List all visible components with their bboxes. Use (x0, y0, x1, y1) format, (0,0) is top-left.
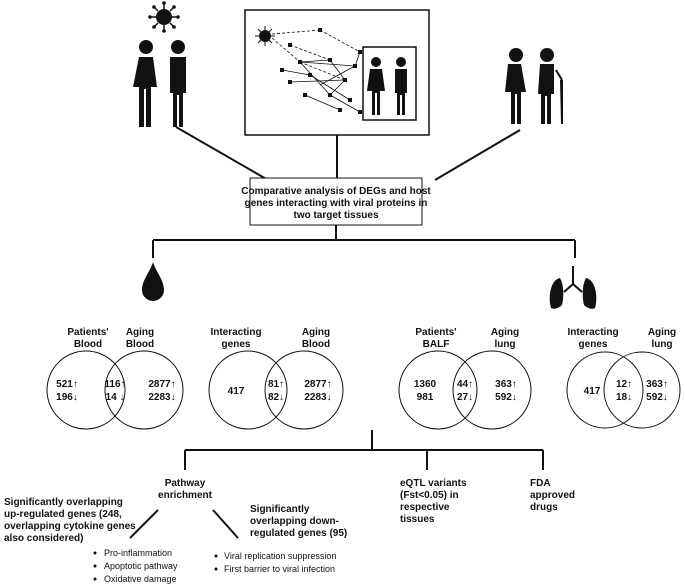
venn3-overlap-value-2: 27↓ (457, 392, 473, 403)
venn4-left-label-line2: genes (579, 339, 608, 350)
venn2-right-value-1: 2877↑ (304, 379, 331, 390)
venn1-overlap-value-2: 14 ↓ (106, 392, 125, 403)
venn1-right-label-line2: Blood (126, 339, 154, 350)
up-genes-bullets: Pro-inflammation Apoptotic pathway Oxida… (93, 548, 178, 584)
elderly-couple-icon (505, 48, 563, 124)
venn3-left-value-2: 981 (417, 392, 434, 403)
venn2-left-value-1: 417 (228, 386, 245, 397)
venn-patients-balf-vs-aging-lung: Patients' BALF Aging lung 1360 981 44↑ 2… (398, 327, 532, 430)
lungs-icon (549, 266, 597, 309)
venn2-left-circle (208, 350, 288, 430)
fda-line-2: approved (530, 490, 575, 501)
fda-line-3: drugs (530, 502, 558, 513)
venn1-left-value-2: 196↓ (56, 392, 78, 403)
up-genes-line-1: Significantly overlapping (4, 497, 123, 508)
venn2-right-value-2: 2283↓ (304, 392, 331, 403)
eqtl-line-2: (Fst<0.05) in (400, 490, 459, 501)
eqtl-line-1: eQTL variants (400, 478, 467, 489)
network-icon (244, 9, 430, 136)
pathway-line-1: Pathway (165, 478, 206, 489)
up-genes-line-4: also considered) (4, 533, 83, 544)
pathway-line-2: enrichment (158, 490, 213, 501)
venn-interacting-genes-vs-aging-blood: Interacting genes Aging Blood 417 81↑ 82… (208, 327, 344, 430)
young-couple-icon (133, 40, 186, 127)
venn2-left-label-line2: genes (222, 339, 251, 350)
venn4-left-label-line1: Interacting (567, 327, 618, 338)
venn1-overlap-value-1: 116↑ (104, 379, 125, 390)
analysis-line-3: two target tissues (293, 210, 378, 221)
venn4-left-value-1: 417 (584, 386, 601, 397)
venn1-right-label-line1: Aging (126, 327, 154, 338)
venn3-right-label-line2: lung (494, 339, 515, 350)
down-genes-line-3: regulated genes (95) (250, 528, 347, 539)
venn4-right-value-2: 592↓ (646, 392, 668, 403)
venn2-right-label-line1: Aging (302, 327, 330, 338)
venn2-left-label-line1: Interacting (210, 327, 261, 338)
venn1-left-label-line1: Patients' (67, 327, 108, 338)
up-genes-line-3: overlapping cytokine genes (4, 521, 136, 532)
down-genes-line-2: overlapping down- (250, 516, 339, 527)
venn3-right-circle (452, 350, 532, 430)
venn3-right-value-2: 592↓ (495, 392, 517, 403)
down-bullet-2: First barrier to viral infection (224, 564, 335, 574)
down-bullet-1: Viral replication suppression (224, 551, 336, 561)
venn1-right-value-1: 2877↑ (148, 379, 175, 390)
venn4-overlap-value-1: 12↑ (616, 379, 632, 390)
eqtl-line-3: respective (400, 502, 450, 513)
venn1-left-circle (46, 350, 126, 430)
venn1-right-circle (104, 350, 184, 430)
venn2-overlap-value-2: 82↓ (268, 392, 284, 403)
analysis-box (249, 177, 423, 226)
venn2-right-circle (264, 350, 344, 430)
up-bullet-3: Oxidative damage (104, 574, 177, 584)
virus-icon (148, 1, 180, 33)
venn3-overlap-value-1: 44↑ (457, 379, 473, 390)
venn-interacting-genes-vs-aging-lung: Interacting genes Aging lung 417 12↑ 18↓… (566, 327, 681, 429)
venn4-right-label-line2: lung (651, 339, 672, 350)
venn2-overlap-value-1: 81↑ (268, 379, 284, 390)
up-bullet-1: Pro-inflammation (104, 548, 172, 558)
fda-line-1: FDA (530, 478, 551, 489)
venn1-right-value-2: 2283↓ (148, 392, 175, 403)
venn1-left-value-1: 521↑ (56, 379, 78, 390)
venn4-left-circle (566, 351, 644, 429)
venn4-right-value-1: 363↑ (646, 379, 668, 390)
venn3-left-circle (398, 350, 478, 430)
down-genes-line-1: Significantly (250, 504, 310, 515)
analysis-line-1: Comparative analysis of DEGs and host (241, 186, 431, 197)
down-genes-bullets: Viral replication suppression First barr… (214, 551, 336, 574)
venn2-right-label-line2: Blood (302, 339, 330, 350)
venn-patients-blood-vs-aging-blood: Patients' Blood Aging Blood 521↑ 196↓ 11… (46, 327, 184, 430)
blood-drop-icon (142, 262, 164, 301)
eqtl-line-4: tissues (400, 514, 435, 525)
up-genes-line-2: up-regulated genes (248, (4, 509, 122, 520)
up-bullet-2: Apoptotic pathway (104, 561, 178, 571)
venn3-right-label-line1: Aging (491, 327, 519, 338)
venn3-left-label-line1: Patients' (415, 327, 456, 338)
venn4-right-label-line1: Aging (648, 327, 676, 338)
venn3-left-value-1: 1360 (414, 379, 437, 390)
venn4-overlap-value-2: 18↓ (616, 392, 632, 403)
venn3-right-value-1: 363↑ (495, 379, 517, 390)
venn3-left-label-line2: BALF (423, 339, 450, 350)
venn4-right-circle (603, 351, 681, 429)
analysis-line-2: genes interacting with viral proteins in (245, 198, 428, 209)
venn1-left-label-line2: Blood (74, 339, 102, 350)
